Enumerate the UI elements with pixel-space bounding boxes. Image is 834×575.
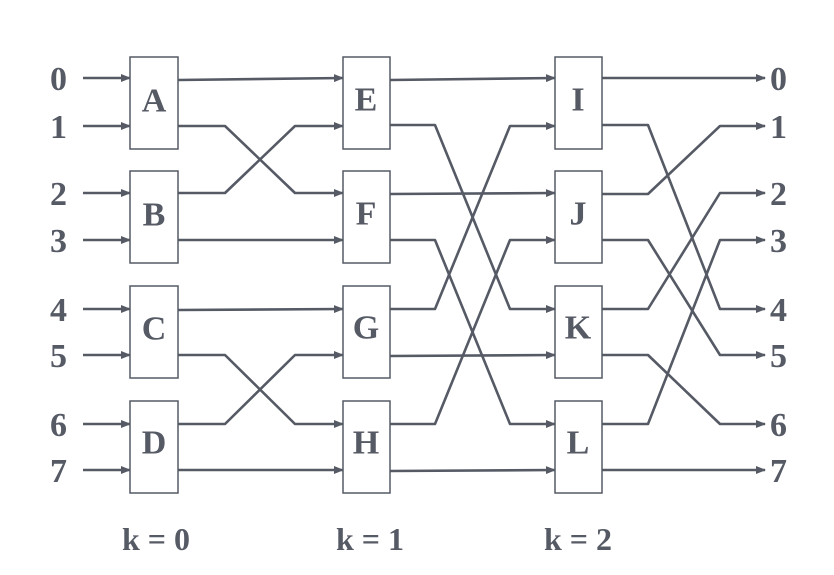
switch-D-label: D bbox=[142, 425, 167, 462]
switch-L: L bbox=[554, 400, 603, 494]
output-label-6: 6 bbox=[770, 407, 787, 444]
switch-E: E bbox=[342, 56, 391, 150]
switch-H-label: H bbox=[353, 425, 379, 462]
switch-I-label: I bbox=[571, 82, 584, 119]
switch-K-box bbox=[554, 285, 603, 379]
switch-G-box bbox=[342, 285, 391, 379]
output-label-0: 0 bbox=[770, 61, 787, 98]
wire-B-to-E bbox=[178, 122, 344, 195]
switch-L-label: L bbox=[567, 425, 590, 462]
output-label-1: 1 bbox=[770, 109, 787, 146]
switch-I: I bbox=[554, 56, 603, 150]
switch-J-label: J bbox=[570, 196, 587, 233]
switch-C-label: C bbox=[142, 311, 167, 348]
input-label-3: 3 bbox=[50, 223, 67, 260]
input-label-1: 1 bbox=[50, 109, 67, 146]
stage-0-switches: A B C D bbox=[129, 56, 179, 494]
switch-E-box bbox=[342, 56, 391, 150]
input-label-7: 7 bbox=[50, 453, 67, 490]
wire-G-to-K bbox=[389, 351, 556, 360]
switch-B: B bbox=[129, 170, 179, 264]
stage-labels: k = 0 k = 1 k = 2 bbox=[122, 521, 612, 557]
output-label-7: 7 bbox=[770, 453, 787, 490]
wire-I-to-output-4 bbox=[602, 123, 766, 313]
wire-A-to-E bbox=[177, 74, 344, 83]
switch-B-box bbox=[129, 170, 179, 264]
input-label-5: 5 bbox=[50, 338, 67, 375]
switch-A-label: A bbox=[142, 83, 167, 120]
switch-K-label: K bbox=[565, 310, 592, 347]
stage-2-switches: I J K L bbox=[554, 56, 603, 494]
wire-L-to-output-3 bbox=[602, 236, 766, 426]
switch-J-box bbox=[554, 170, 603, 264]
switch-K: K bbox=[554, 285, 603, 379]
output-label-2: 2 bbox=[770, 176, 787, 213]
wire-J-to-output-5 bbox=[602, 238, 766, 359]
output-label-5: 5 bbox=[770, 338, 787, 375]
output-labels: 0 1 2 3 4 5 6 7 bbox=[770, 61, 787, 490]
switch-F-box bbox=[342, 170, 391, 264]
input-label-2: 2 bbox=[50, 176, 67, 213]
wire-H-to-L bbox=[389, 466, 556, 475]
wire-E-to-I bbox=[389, 74, 556, 83]
switch-F: F bbox=[342, 170, 391, 264]
switch-H: H bbox=[342, 400, 391, 494]
switch-D: D bbox=[129, 400, 179, 494]
wire-D-to-G bbox=[178, 351, 344, 426]
switch-J: J bbox=[554, 170, 603, 264]
wire-H-to-J bbox=[390, 236, 556, 426]
switch-I-box bbox=[554, 56, 603, 150]
wire-K-to-output-2 bbox=[602, 189, 766, 311]
wire-F-to-J bbox=[389, 189, 556, 198]
input-labels: 0 1 2 3 4 5 6 7 bbox=[50, 61, 67, 490]
output-label-4: 4 bbox=[770, 292, 787, 329]
input-label-6: 6 bbox=[50, 407, 67, 444]
wires bbox=[83, 74, 766, 475]
wire-G-to-I bbox=[390, 122, 556, 311]
switch-F-label: F bbox=[356, 196, 377, 233]
input-label-4: 4 bbox=[50, 292, 67, 329]
wire-C-to-G bbox=[177, 305, 344, 314]
switch-D-box bbox=[129, 400, 179, 494]
stage-label-k0: k = 0 bbox=[122, 521, 190, 557]
switch-L-box bbox=[554, 400, 603, 494]
switch-E-label: E bbox=[355, 82, 378, 119]
switch-G-label: G bbox=[353, 310, 379, 347]
stage-1-switches: E F G H bbox=[342, 56, 391, 494]
output-label-3: 3 bbox=[770, 223, 787, 260]
switch-C-box bbox=[129, 285, 179, 379]
input-label-0: 0 bbox=[50, 61, 67, 98]
switch-B-label: B bbox=[143, 197, 166, 234]
stage-label-k1: k = 1 bbox=[336, 521, 404, 557]
wire-J-to-output-1 bbox=[602, 122, 766, 196]
stage-label-k2: k = 2 bbox=[544, 521, 612, 557]
wire-K-to-output-6 bbox=[602, 353, 766, 428]
switch-H-box bbox=[342, 400, 391, 494]
switch-A: A bbox=[129, 56, 179, 150]
switch-C: C bbox=[129, 285, 179, 379]
switch-A-box bbox=[129, 56, 179, 150]
switch-G: G bbox=[342, 285, 391, 379]
